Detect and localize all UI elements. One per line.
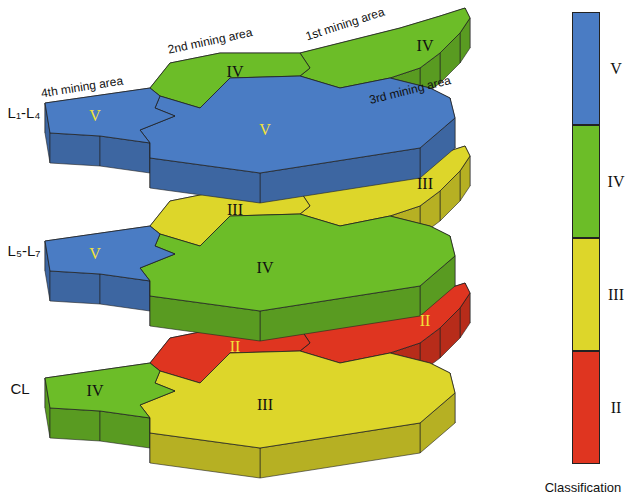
region-face <box>45 226 175 281</box>
region-face <box>45 363 175 418</box>
class-label: III <box>257 397 273 413</box>
class-label: IV <box>257 260 274 276</box>
layer-label: CL <box>10 381 29 396</box>
legend-text: V <box>610 61 622 77</box>
map-slab <box>45 283 470 478</box>
legend-text: III <box>608 287 624 303</box>
layer-label: L₁-L₄ <box>8 105 41 120</box>
legend-text: IV <box>608 174 625 190</box>
legend-title: Classification <box>545 481 622 494</box>
class-label: IV <box>227 64 244 80</box>
class-label: V <box>89 108 101 124</box>
legend-swatch <box>572 351 600 464</box>
class-label: V <box>259 122 271 138</box>
class-label: IV <box>87 383 104 399</box>
legend-swatch <box>572 238 600 351</box>
layer-label: L₅-L₇ <box>8 243 41 258</box>
class-label: II <box>420 313 431 329</box>
class-label: III <box>417 176 433 192</box>
legend-swatch <box>572 125 600 238</box>
class-label: II <box>230 339 241 355</box>
region-face <box>45 88 175 143</box>
region-face <box>140 214 455 311</box>
slab-side <box>50 271 100 304</box>
area-label: 2nd mining area <box>167 26 254 56</box>
slab-side <box>50 408 100 441</box>
legend-text: II <box>611 400 622 416</box>
slab-side <box>50 133 100 166</box>
legend-swatch <box>572 12 600 125</box>
class-label: III <box>227 202 243 218</box>
region-face <box>140 351 455 448</box>
class-label: IV <box>417 38 434 54</box>
map-slab <box>45 146 470 341</box>
map-slab <box>45 8 470 203</box>
class-label: V <box>89 246 101 262</box>
